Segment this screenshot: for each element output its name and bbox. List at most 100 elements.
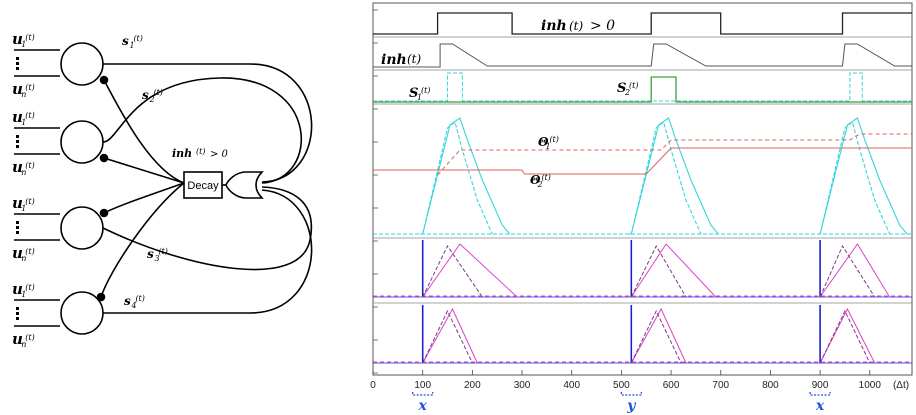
- s1-connection: [249, 63, 313, 183]
- input-u1-label-4-main: u: [12, 280, 23, 298]
- inh-label: inh(t)> 0: [172, 147, 229, 160]
- panel5-tri-solid-3: [819, 243, 891, 298]
- decay-label: Decay: [187, 180, 219, 192]
- inh-dot-2: [99, 153, 109, 163]
- panel6-tri-dash-2: [630, 309, 682, 364]
- x-tick-label-100: 100: [414, 380, 431, 391]
- input-un-label-4-sub: n: [21, 340, 26, 349]
- panel5-tri-solid-1: [422, 243, 518, 298]
- input-u1-label-2-main: u: [12, 108, 23, 126]
- input-u1-label-4: u1(t): [12, 280, 35, 299]
- inh-trace: [373, 43, 912, 68]
- input-un-label-1-arg: (t): [25, 83, 34, 92]
- inh-gt0-arg: (t): [569, 19, 584, 33]
- s1-panel-label-arg: (t): [421, 86, 430, 95]
- input-u1-label-3-arg: (t): [25, 197, 34, 206]
- theta2-label: Θ2(t): [530, 173, 551, 189]
- signal-s1-label-sub: 1: [129, 41, 134, 50]
- input-un-label-4-main: u: [12, 330, 23, 348]
- network-diagram: [14, 42, 313, 335]
- panel6-tri-solid-1: [422, 307, 478, 364]
- theta2-trace: [373, 147, 912, 175]
- signal-s3-label-arg: (t): [158, 247, 167, 256]
- inh-label-suffix: > 0: [210, 149, 229, 160]
- neuron-4: [14, 291, 250, 335]
- theta2-label-arg: (t): [541, 173, 550, 182]
- panel6-tri-solid-2: [630, 307, 687, 364]
- theta1-label-main: Θ: [538, 135, 549, 149]
- neuron-3: [14, 206, 104, 250]
- s4-connection: [249, 189, 313, 314]
- input-un-label-3: un(t): [12, 244, 35, 263]
- input-un-label-2: un(t): [12, 158, 35, 177]
- inh-gt0-main: inh: [541, 18, 567, 34]
- marker-label-1: x: [417, 398, 427, 414]
- s2-connection: [102, 77, 303, 184]
- theta2-label-main: Θ: [530, 173, 541, 187]
- panel5-tri-dash-2: [630, 244, 687, 298]
- inh-dot-4: [96, 292, 106, 302]
- inh-to-neuron-3: [103, 182, 185, 214]
- input-un-label-1-main: u: [12, 80, 23, 98]
- marker-label-3: x: [815, 398, 825, 414]
- x-tick-label-0: 0: [370, 380, 376, 391]
- signal-s1-label-arg: (t): [133, 34, 142, 43]
- input-un-label-2-sub: n: [21, 168, 26, 177]
- signal-s1-label-main: s: [122, 34, 129, 48]
- x-tick-label-1000: 1000: [859, 380, 882, 391]
- decay-box: [183, 171, 223, 199]
- theta2-label-sub: 2: [536, 180, 542, 189]
- x-tick-label-300: 300: [514, 380, 531, 391]
- inh-to-neuron-2: [103, 157, 185, 184]
- panel6-tri-dash-3: [819, 309, 871, 364]
- marker-label-2: y: [626, 398, 636, 414]
- theta1-trace: [437, 133, 912, 176]
- signal-s2-label-sub: 2: [148, 95, 154, 104]
- s1-panel-label-sub: 1: [417, 93, 422, 102]
- s2-panel-label-arg: (t): [629, 81, 638, 90]
- x-tick-label-400: 400: [563, 380, 580, 391]
- input-un-label-4: un(t): [12, 330, 35, 349]
- activity-peak-solid-b: [628, 117, 719, 235]
- activity-peak-dashed-b: [630, 121, 702, 235]
- inh-gt0-suffix: > 0: [590, 18, 615, 34]
- inh-label-main: inh: [172, 147, 192, 160]
- input-u1-label-2: u1(t): [12, 108, 35, 127]
- panel5-tri-dash-1: [422, 245, 483, 298]
- input-u1-label-3: u1(t): [12, 194, 35, 213]
- activity-peak-solid-c: [817, 117, 908, 235]
- input-un-label-4-arg: (t): [25, 333, 34, 342]
- inh-to-neuron-4: [100, 182, 185, 298]
- inh-to-neuron-1: [103, 79, 185, 184]
- input-u1-label-4-sub: 1: [21, 290, 26, 299]
- input-ellipsis-group: [16, 57, 19, 320]
- s1-panel-label: S1(t): [409, 86, 431, 102]
- marker-bracket-2: [620, 392, 642, 396]
- input-un-label-3-main: u: [12, 244, 23, 262]
- theta1-label-sub: 1: [545, 142, 550, 151]
- x-tick-label-800: 800: [762, 380, 779, 391]
- signal-s4-label-arg: (t): [135, 294, 144, 303]
- input-u1-label-3-sub: 1: [21, 204, 26, 213]
- x-tick-label-600: 600: [663, 380, 680, 391]
- activity-peak-solid-a: [420, 117, 511, 235]
- theta1-label: Θ1(t): [538, 135, 559, 151]
- x-tick-label-700: 700: [712, 380, 729, 391]
- panel5-tri-dash-3: [819, 244, 876, 298]
- or-gate: [225, 171, 264, 199]
- marker-bracket-1: [412, 392, 434, 396]
- s2-panel-label: S2(t): [617, 81, 639, 97]
- input-u1-label-4-arg: (t): [25, 283, 34, 292]
- input-un-label-2-main: u: [12, 158, 23, 176]
- s1-panel-label-main: S: [409, 86, 418, 101]
- plot-frame: [372, 2, 913, 376]
- signal-s4-label-sub: 4: [130, 301, 136, 310]
- x-tick-label-900: 900: [812, 380, 829, 391]
- input-u1-label-1-main: u: [12, 30, 23, 48]
- signal-s4-label-main: s: [124, 294, 131, 308]
- input-un-label-1: un(t): [12, 80, 35, 99]
- x-unit-label: (Δt): [893, 380, 909, 391]
- inh-arg: (t): [407, 52, 422, 66]
